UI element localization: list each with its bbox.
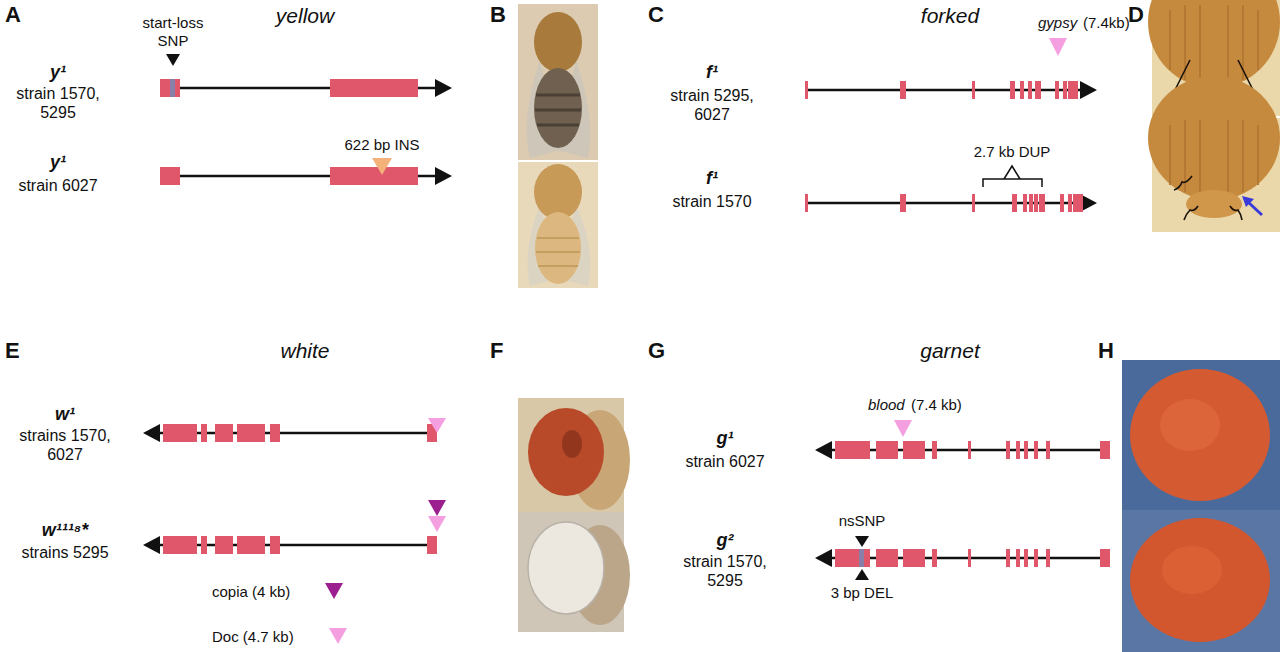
panel-letter: H bbox=[1098, 338, 1114, 364]
gene-name: white bbox=[280, 338, 329, 363]
gene-model bbox=[143, 418, 446, 442]
transposon-name: blood bbox=[868, 396, 905, 414]
panel-letter: G bbox=[648, 338, 665, 364]
legend-text: Doc (4.7 kb) bbox=[212, 628, 294, 645]
mutation-label: start-loss SNP bbox=[131, 14, 215, 50]
strain-label: strain 1570, 5295 bbox=[8, 84, 108, 122]
gene-name: garnet bbox=[920, 338, 980, 363]
strain-label: strain 1570 bbox=[672, 192, 751, 211]
panel-letter: B bbox=[490, 2, 506, 28]
gene-model bbox=[805, 166, 1097, 212]
gene-model bbox=[815, 536, 1110, 580]
legend-text: copia (4 kb) bbox=[212, 583, 290, 600]
fly-photo bbox=[1148, 0, 1280, 232]
mutation-label: 622 bp INS bbox=[344, 136, 419, 154]
mutation-label: nsSNP bbox=[839, 512, 886, 530]
legend-entry: Doc (4.7 kb) bbox=[212, 627, 348, 645]
allele-name: y¹ bbox=[50, 62, 66, 84]
eye-photo bbox=[518, 398, 630, 632]
eye-photo bbox=[1122, 360, 1280, 652]
panel-letter: A bbox=[5, 2, 21, 28]
gene-model bbox=[143, 500, 446, 554]
panel-letter: E bbox=[5, 338, 20, 364]
gene-name: forked bbox=[921, 3, 979, 28]
allele-name: f¹ bbox=[706, 168, 718, 190]
strain-label: strain 6027 bbox=[685, 452, 764, 471]
legend-swatch bbox=[324, 582, 344, 600]
panel-letter: C bbox=[648, 2, 664, 28]
allele-name: g¹ bbox=[717, 428, 734, 450]
gene-model bbox=[805, 38, 1097, 99]
transposon-size: (7.4 kb) bbox=[911, 396, 962, 414]
allele-name: w¹¹¹⁸* bbox=[42, 520, 88, 542]
fly-photo bbox=[518, 4, 598, 288]
gene-name: yellow bbox=[276, 3, 334, 28]
allele-name: y¹ bbox=[50, 152, 66, 174]
gene-model bbox=[160, 158, 452, 185]
strain-label: strain 1570, 5295 bbox=[675, 552, 775, 590]
transposon-name: gypsy bbox=[1038, 14, 1077, 32]
transposon-size: (7.4kb) bbox=[1083, 14, 1130, 32]
strain-label: strains 1570, 6027 bbox=[9, 426, 121, 464]
strain-label: strains 5295 bbox=[21, 543, 108, 562]
allele-name: g² bbox=[717, 530, 734, 552]
strain-label: strain 6027 bbox=[18, 176, 97, 195]
gene-model bbox=[160, 54, 452, 97]
strain-label: strain 5295, 6027 bbox=[662, 86, 762, 124]
gene-model bbox=[815, 420, 1110, 459]
allele-name: f¹ bbox=[706, 62, 718, 84]
mutation-label: 3 bp DEL bbox=[831, 584, 894, 602]
legend-entry: copia (4 kb) bbox=[212, 582, 344, 600]
allele-name: w¹ bbox=[55, 404, 75, 426]
mutation-label: 2.7 kb DUP bbox=[974, 143, 1051, 161]
legend-swatch bbox=[328, 627, 348, 645]
panel-letter: F bbox=[490, 338, 503, 364]
panel-letter: D bbox=[1128, 2, 1144, 28]
